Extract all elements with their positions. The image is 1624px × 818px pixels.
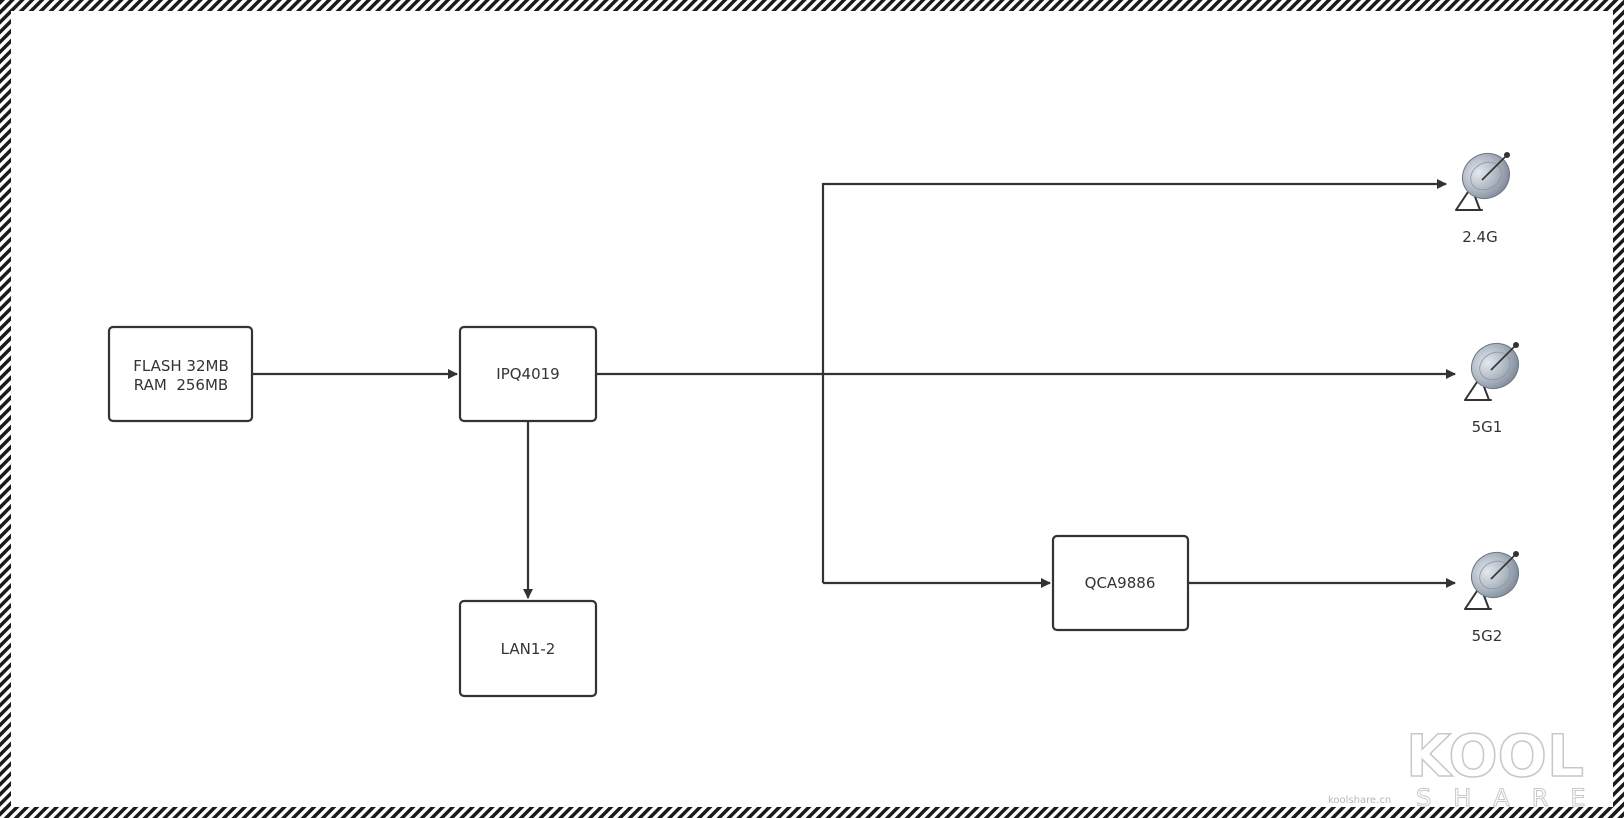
memory-ram-label: RAM 256MB (134, 376, 228, 394)
antenna-5g2-label: 5G2 (1472, 627, 1503, 645)
antenna-24g: 2.4G (1453, 148, 1516, 246)
antenna-24g-label: 2.4G (1462, 228, 1497, 246)
radio-label: QCA9886 (1085, 574, 1156, 592)
node-radio: QCA9886 (1051, 534, 1190, 632)
watermark-site: koolshare.cn (1328, 795, 1391, 806)
node-soc: IPQ4019 (458, 325, 598, 423)
antenna-5g1-label: 5G1 (1472, 418, 1503, 436)
watermark-brand: KOOL (1406, 722, 1584, 790)
watermark-sub: SHARE (1416, 784, 1608, 812)
antenna-5g2: 5G2 (1462, 547, 1525, 645)
node-lan: LAN1-2 (458, 599, 598, 698)
soc-label: IPQ4019 (496, 365, 559, 383)
memory-flash-label: FLASH 32MB (133, 357, 228, 375)
node-memory: FLASH 32MB RAM 256MB (107, 325, 254, 423)
connectors (253, 179, 1456, 599)
watermark: KOOL SHARE koolshare.cn (1328, 721, 1608, 812)
antenna-5g1: 5G1 (1462, 338, 1525, 436)
lan-label: LAN1-2 (501, 640, 556, 658)
